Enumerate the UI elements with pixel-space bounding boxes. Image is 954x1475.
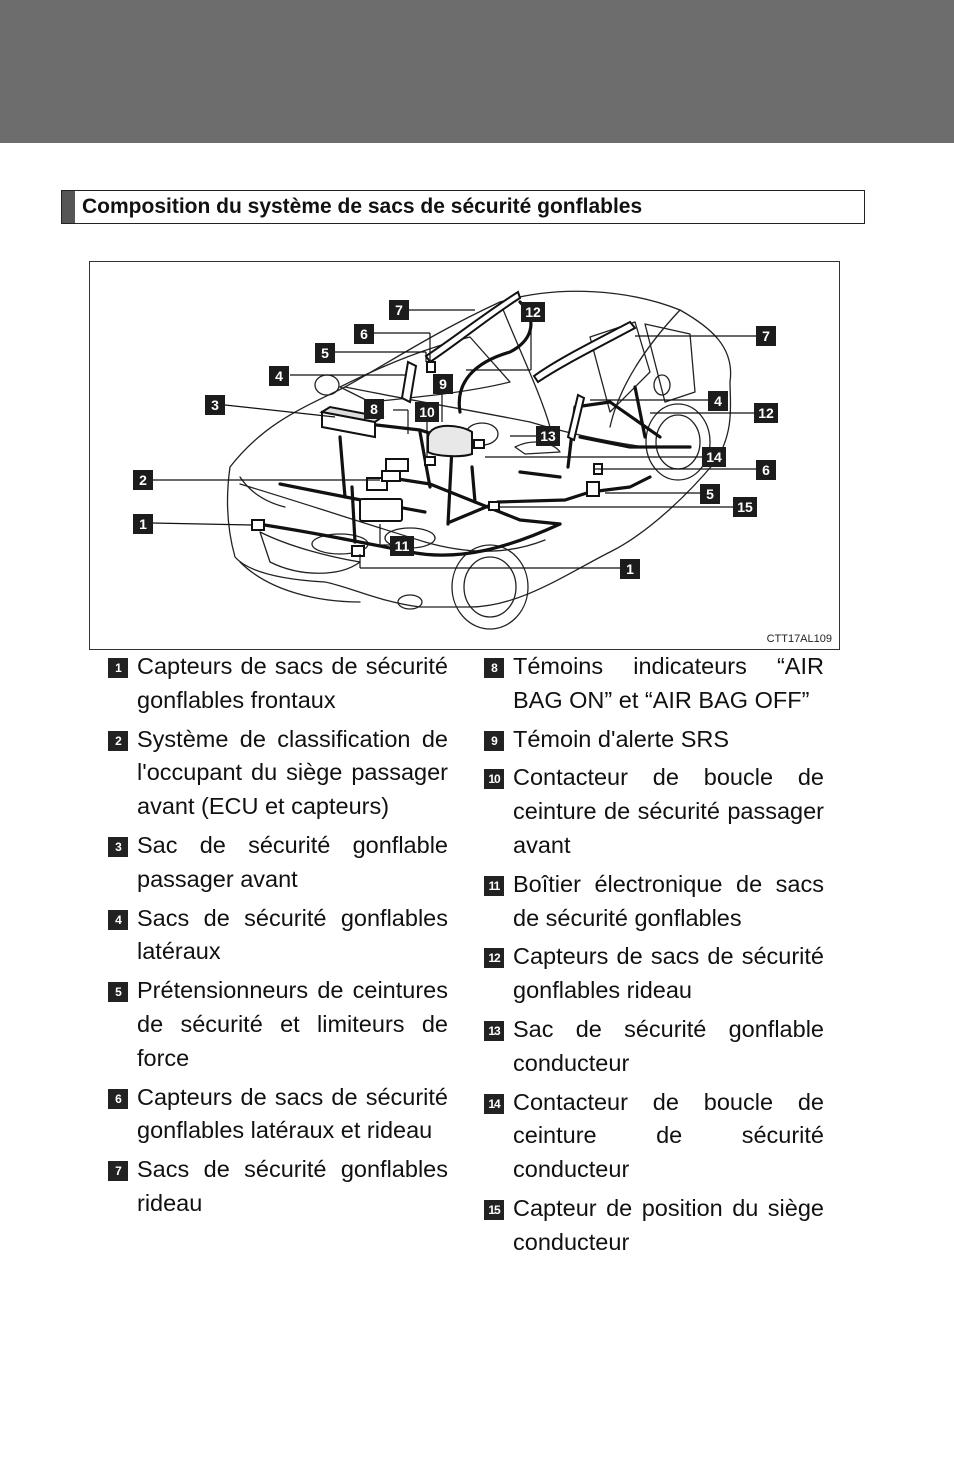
legend-text: Témoins indicateurs “AIR BAG ON” et “AIR… — [513, 653, 824, 713]
legend-number: 9 — [484, 730, 504, 751]
svg-text:6: 6 — [762, 462, 770, 478]
legend-text: Boîtier électronique de sacs de sécurité… — [513, 870, 824, 931]
svg-text:4: 4 — [714, 393, 722, 409]
legend-text: Capteurs de sacs de sécurité gonflables … — [513, 943, 824, 1004]
legend-item: 12 Capteurs de sacs de sécurité gonflabl… — [484, 940, 824, 1008]
legend-number: 15 — [484, 1199, 504, 1220]
callout-5-left: 5 — [315, 343, 335, 363]
legend-number: 2 — [108, 730, 128, 751]
legend-item: 15 Capteur de position du siège conducte… — [484, 1192, 824, 1260]
svg-text:4: 4 — [275, 368, 283, 384]
legend-text: Système de classification de l'occupant … — [137, 725, 448, 820]
legend-item: 2 Système de classification de l'occupan… — [108, 723, 448, 824]
svg-text:6: 6 — [360, 326, 368, 342]
svg-text:15: 15 — [737, 499, 753, 515]
legend-item: 11 Boîtier électronique de sacs de sécur… — [484, 868, 824, 936]
callout-8: 8 — [364, 399, 384, 419]
callout-3: 3 — [205, 395, 225, 415]
legend-item: 10 Contacteur de boucle de ceinture de s… — [484, 761, 824, 862]
callout-7-right: 7 — [756, 326, 776, 346]
legend-item: 7 Sacs de sécurité gonflables rideau — [108, 1153, 448, 1221]
svg-text:11: 11 — [395, 538, 410, 554]
svg-text:3: 3 — [211, 397, 219, 413]
legend-left-column: 1 Capteurs de sacs de sécurité gonflable… — [108, 650, 448, 1226]
legend-item: 9 Témoin d'alerte SRS — [484, 723, 824, 757]
callout-6-left: 6 — [354, 324, 374, 344]
legend-number: 11 — [484, 875, 504, 896]
callout-4-left: 4 — [269, 366, 289, 386]
legend-item: 8 Témoins indicateurs “AIR BAG ON” et “A… — [484, 650, 824, 718]
section-title: Composition du système de sacs de sécuri… — [82, 195, 643, 218]
legend-item: 1 Capteurs de sacs de sécurité gonflable… — [108, 650, 448, 718]
legend-text: Sacs de sécurité gonflables rideau — [137, 1156, 448, 1216]
legend-item: 4 Sacs de sécurité gonflables latéraux — [108, 902, 448, 970]
svg-text:7: 7 — [762, 328, 770, 344]
legend-text: Capteur de position du siège conducteur — [513, 1194, 824, 1255]
legend-text: Prétensionneurs de ceintures de sécurité… — [137, 977, 448, 1071]
svg-text:10: 10 — [419, 404, 435, 420]
legend-right-column: 8 Témoins indicateurs “AIR BAG ON” et “A… — [484, 650, 824, 1265]
callout-14: 14 — [702, 447, 726, 467]
svg-text:7: 7 — [395, 302, 403, 318]
legend-text: Contacteur de boucle de ceinture de sécu… — [513, 1088, 824, 1183]
legend-text: Sacs de sécurité gonflables latéraux — [137, 904, 448, 965]
svg-text:9: 9 — [439, 376, 447, 392]
airbag-system-figure: 1 1 2 3 4 4 5 5 6 6 7 7 — [89, 261, 840, 650]
legend-number: 8 — [484, 658, 504, 678]
figure-code: CTT17AL109 — [766, 633, 832, 645]
legend-number: 1 — [108, 658, 128, 678]
callout-15: 15 — [733, 497, 757, 517]
legend-text: Sac de sécurité gonflable passager avant — [137, 831, 448, 892]
callout-2: 2 — [133, 470, 153, 490]
callout-11: 11 — [390, 536, 414, 556]
svg-text:2: 2 — [139, 472, 147, 488]
car-illustration: 1 1 2 3 4 4 5 5 6 6 7 7 — [133, 290, 778, 630]
legend-item: 5 Prétensionneurs de ceintures de sécuri… — [108, 974, 448, 1075]
legend-text: Capteurs de sacs de sécurité gonflables … — [137, 1083, 448, 1144]
legend-item: 6 Capteurs de sacs de sécurité gonflable… — [108, 1081, 448, 1149]
callout-1-left: 1 — [133, 514, 153, 534]
svg-text:12: 12 — [758, 405, 774, 421]
legend-text: Capteurs de sacs de sécurité gonflables … — [137, 653, 448, 713]
callout-12-top: 12 — [521, 302, 545, 322]
callout-12-right: 12 — [754, 403, 778, 423]
svg-text:5: 5 — [321, 345, 329, 361]
section-heading: Composition du système de sacs de sécuri… — [61, 190, 865, 224]
legend-text: Sac de sécurité gonflable conducteur — [513, 1015, 824, 1076]
legend-number: 10 — [484, 769, 504, 790]
heading-accent-bar — [62, 191, 75, 223]
svg-text:5: 5 — [706, 486, 714, 502]
legend-number: 3 — [108, 836, 128, 857]
legend-item: 3 Sac de sécurité gonflable passager ava… — [108, 829, 448, 897]
callout-9: 9 — [433, 374, 453, 394]
callout-1-right: 1 — [620, 559, 640, 579]
legend-number: 7 — [108, 1161, 128, 1182]
svg-text:14: 14 — [706, 449, 722, 465]
legend-item: 13 Sac de sécurité gonflable conducteur — [484, 1013, 824, 1081]
legend-number: 12 — [484, 948, 504, 969]
svg-text:12: 12 — [525, 304, 541, 320]
legend-text: Témoin d'alerte SRS — [513, 725, 730, 752]
svg-text:8: 8 — [370, 401, 378, 417]
callout-13: 13 — [536, 426, 560, 446]
header-band — [0, 0, 954, 143]
svg-text:1: 1 — [139, 516, 147, 532]
callout-5-right: 5 — [700, 484, 720, 504]
callout-7-left: 7 — [389, 300, 409, 320]
legend-number: 5 — [108, 982, 128, 1003]
legend-item: 14 Contacteur de boucle de ceinture de s… — [484, 1086, 824, 1187]
svg-text:1: 1 — [626, 561, 634, 577]
legend-number: 4 — [108, 909, 128, 930]
legend-number: 14 — [484, 1093, 504, 1114]
svg-text:13: 13 — [540, 428, 556, 444]
callout-6-right: 6 — [756, 460, 776, 480]
legend-number: 6 — [108, 1088, 128, 1109]
legend-text: Contacteur de boucle de ceinture de sécu… — [513, 764, 824, 858]
callout-10: 10 — [415, 402, 439, 422]
legend-number: 13 — [484, 1020, 504, 1041]
callout-4-right: 4 — [708, 391, 728, 411]
